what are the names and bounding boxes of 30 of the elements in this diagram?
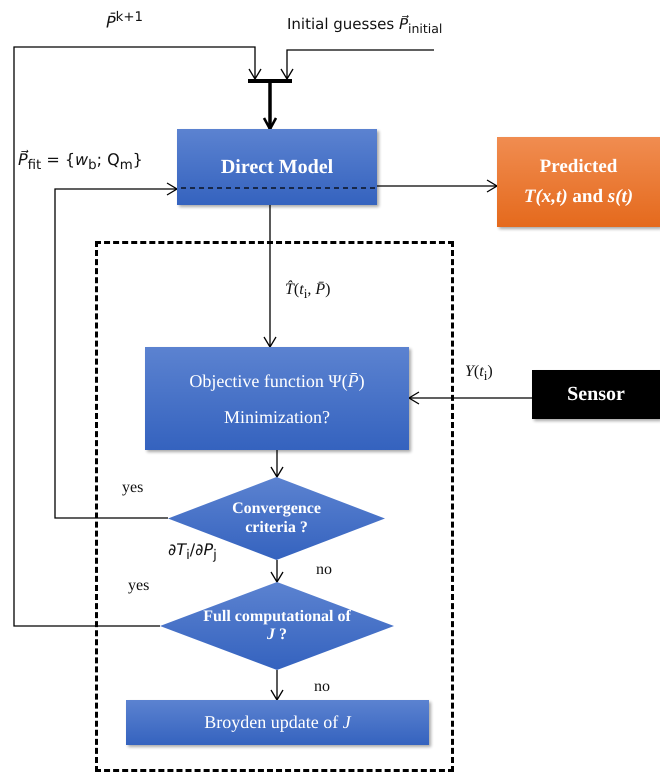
math-label: P⃗$_{fit}$ = {w$_{b}$; Q$_{m}$}: [17, 150, 144, 174]
junction-bar: [248, 79, 292, 83]
output-box: [497, 137, 660, 227]
arrow: [270, 560, 284, 583]
math-label: ∂T$_{i}$/∂P$_{j}$: [167, 540, 218, 564]
decision-diamond: [160, 582, 394, 670]
edge-label: Initial guesses P⃗$_{initial}$: [285, 15, 444, 36]
arrow: [263, 205, 277, 348]
node-label: Broyden update of J: [204, 711, 351, 734]
math-label: P̄$^{k+1}$: [105, 10, 144, 32]
dashed-region: [95, 241, 454, 772]
node-label: Predicted T(x,t) and s(t): [524, 154, 634, 209]
decision-diamond: [168, 477, 385, 560]
process-box: [177, 129, 377, 205]
arrow: [262, 83, 278, 130]
node-label: Objective function Ψ(P̄) Minimization?: [188, 370, 366, 428]
process-box: [145, 347, 409, 450]
arrow: [280, 49, 434, 80]
arrow: [54, 182, 178, 519]
node-label: Convergence criteria ?: [231, 500, 322, 537]
sensor-box: [532, 370, 660, 419]
process-box: [126, 700, 429, 745]
arrow: [408, 391, 532, 405]
arrow: [270, 670, 284, 701]
node-label: Direct Model: [220, 154, 334, 180]
node-label: Full computational of J ?: [202, 608, 352, 644]
arrow: [13, 46, 262, 627]
arrow: [270, 450, 284, 478]
arrow: [377, 179, 498, 193]
node-label: Sensor: [567, 382, 625, 407]
